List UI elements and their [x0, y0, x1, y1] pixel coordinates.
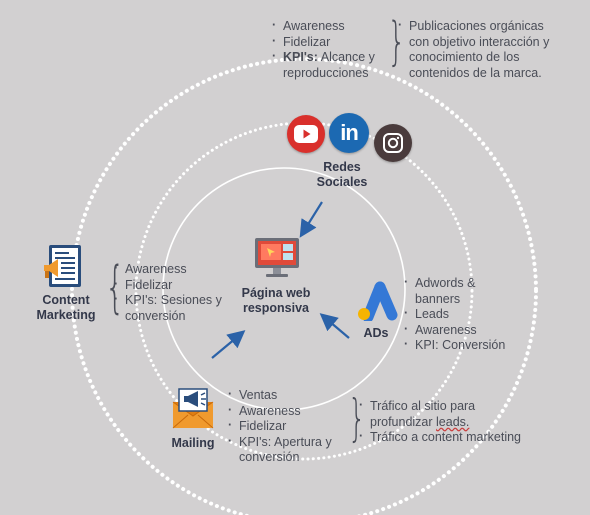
mailing-bullet: Ventas [228, 387, 332, 404]
social-bullets: Awareness Fidelizar KPI's: Alcance y rep… [272, 18, 375, 81]
social-desc-line: contenidos de la marca. [409, 65, 542, 80]
mailing-desc-word: profundizar [370, 414, 433, 429]
mailing-label: Mailing [171, 436, 215, 450]
center-label-line: responsiva [242, 301, 309, 315]
mailing-desc-line: Tráfico a content marketing [359, 429, 521, 446]
mailing-bullets: Ventas Awareness Fidelizar KPI's: Apertu… [228, 387, 332, 466]
ads-bullet: Leads [404, 306, 505, 323]
center-label-line: Página web [241, 286, 311, 300]
kpi-text: Alcance y [320, 50, 375, 64]
mailing-bullet: Fidelizar [228, 418, 332, 435]
youtube-icon [287, 115, 325, 153]
social-label-line: Sociales [316, 175, 368, 189]
mailing-desc-leads: leads. [436, 414, 470, 429]
monitor-icon [254, 237, 300, 284]
content-label: Content Marketing [28, 293, 104, 323]
social-label-line: Redes [323, 160, 361, 174]
ads-bullets: Adwords & banners Leads Awareness KPI: C… [404, 275, 505, 354]
arrow-mailing [211, 330, 246, 359]
mailing-desc: Tráfico al sitio para profundizar leads.… [359, 398, 521, 446]
content-bullet: KPI's: Sesiones y [114, 292, 222, 309]
social-bullet-cont: reproducciones [283, 65, 369, 80]
arrow-social [299, 201, 323, 238]
social-bullet: KPI's: Alcance y [272, 49, 375, 66]
ads-bullet: Awareness [404, 322, 505, 339]
content-bullet: Fidelizar [114, 277, 222, 294]
social-bullet: Awareness [272, 18, 375, 35]
document-megaphone-icon [43, 243, 85, 294]
social-desc-line: conocimiento de los [409, 50, 520, 64]
content-label-line: Content [42, 293, 90, 307]
social-bullet: Fidelizar [272, 34, 375, 51]
outer-ring [70, 57, 538, 515]
ads-label: ADs [363, 326, 389, 340]
mailing-bullet-cont: conversión [239, 450, 300, 464]
social-label: Redes Sociales [306, 160, 378, 190]
center-label: Página web responsiva [232, 286, 320, 316]
content-bullets: Awareness Fidelizar KPI's: Sesiones y co… [114, 261, 222, 324]
instagram-icon [374, 124, 412, 162]
arrow-ads [319, 313, 350, 339]
content-bullet: Awareness [114, 261, 222, 278]
google-ads-icon [354, 281, 398, 326]
kpi-prefix: KPI's: [283, 50, 318, 64]
content-bullet-cont: conversión [125, 308, 186, 323]
social-desc-line: con objetivo interacción y [409, 34, 550, 49]
mailing-desc-line: profundizar leads. [359, 415, 521, 431]
social-desc-line: Publicaciones orgánicas [398, 18, 549, 35]
ads-bullet: KPI: Conversión [404, 337, 505, 354]
mailing-bullet: KPI's: Apertura y [228, 434, 332, 451]
mailing-bullet: Awareness [228, 403, 332, 420]
ads-bullet: Adwords & [404, 275, 505, 292]
ads-bullet-cont: banners [415, 291, 461, 306]
linkedin-icon: in [329, 113, 369, 153]
content-label-line: Marketing [36, 308, 96, 322]
mail-megaphone-icon [170, 386, 216, 435]
mailing-desc-line: Tráfico al sitio para [359, 398, 521, 415]
social-desc: Publicaciones orgánicas con objetivo int… [398, 18, 550, 81]
